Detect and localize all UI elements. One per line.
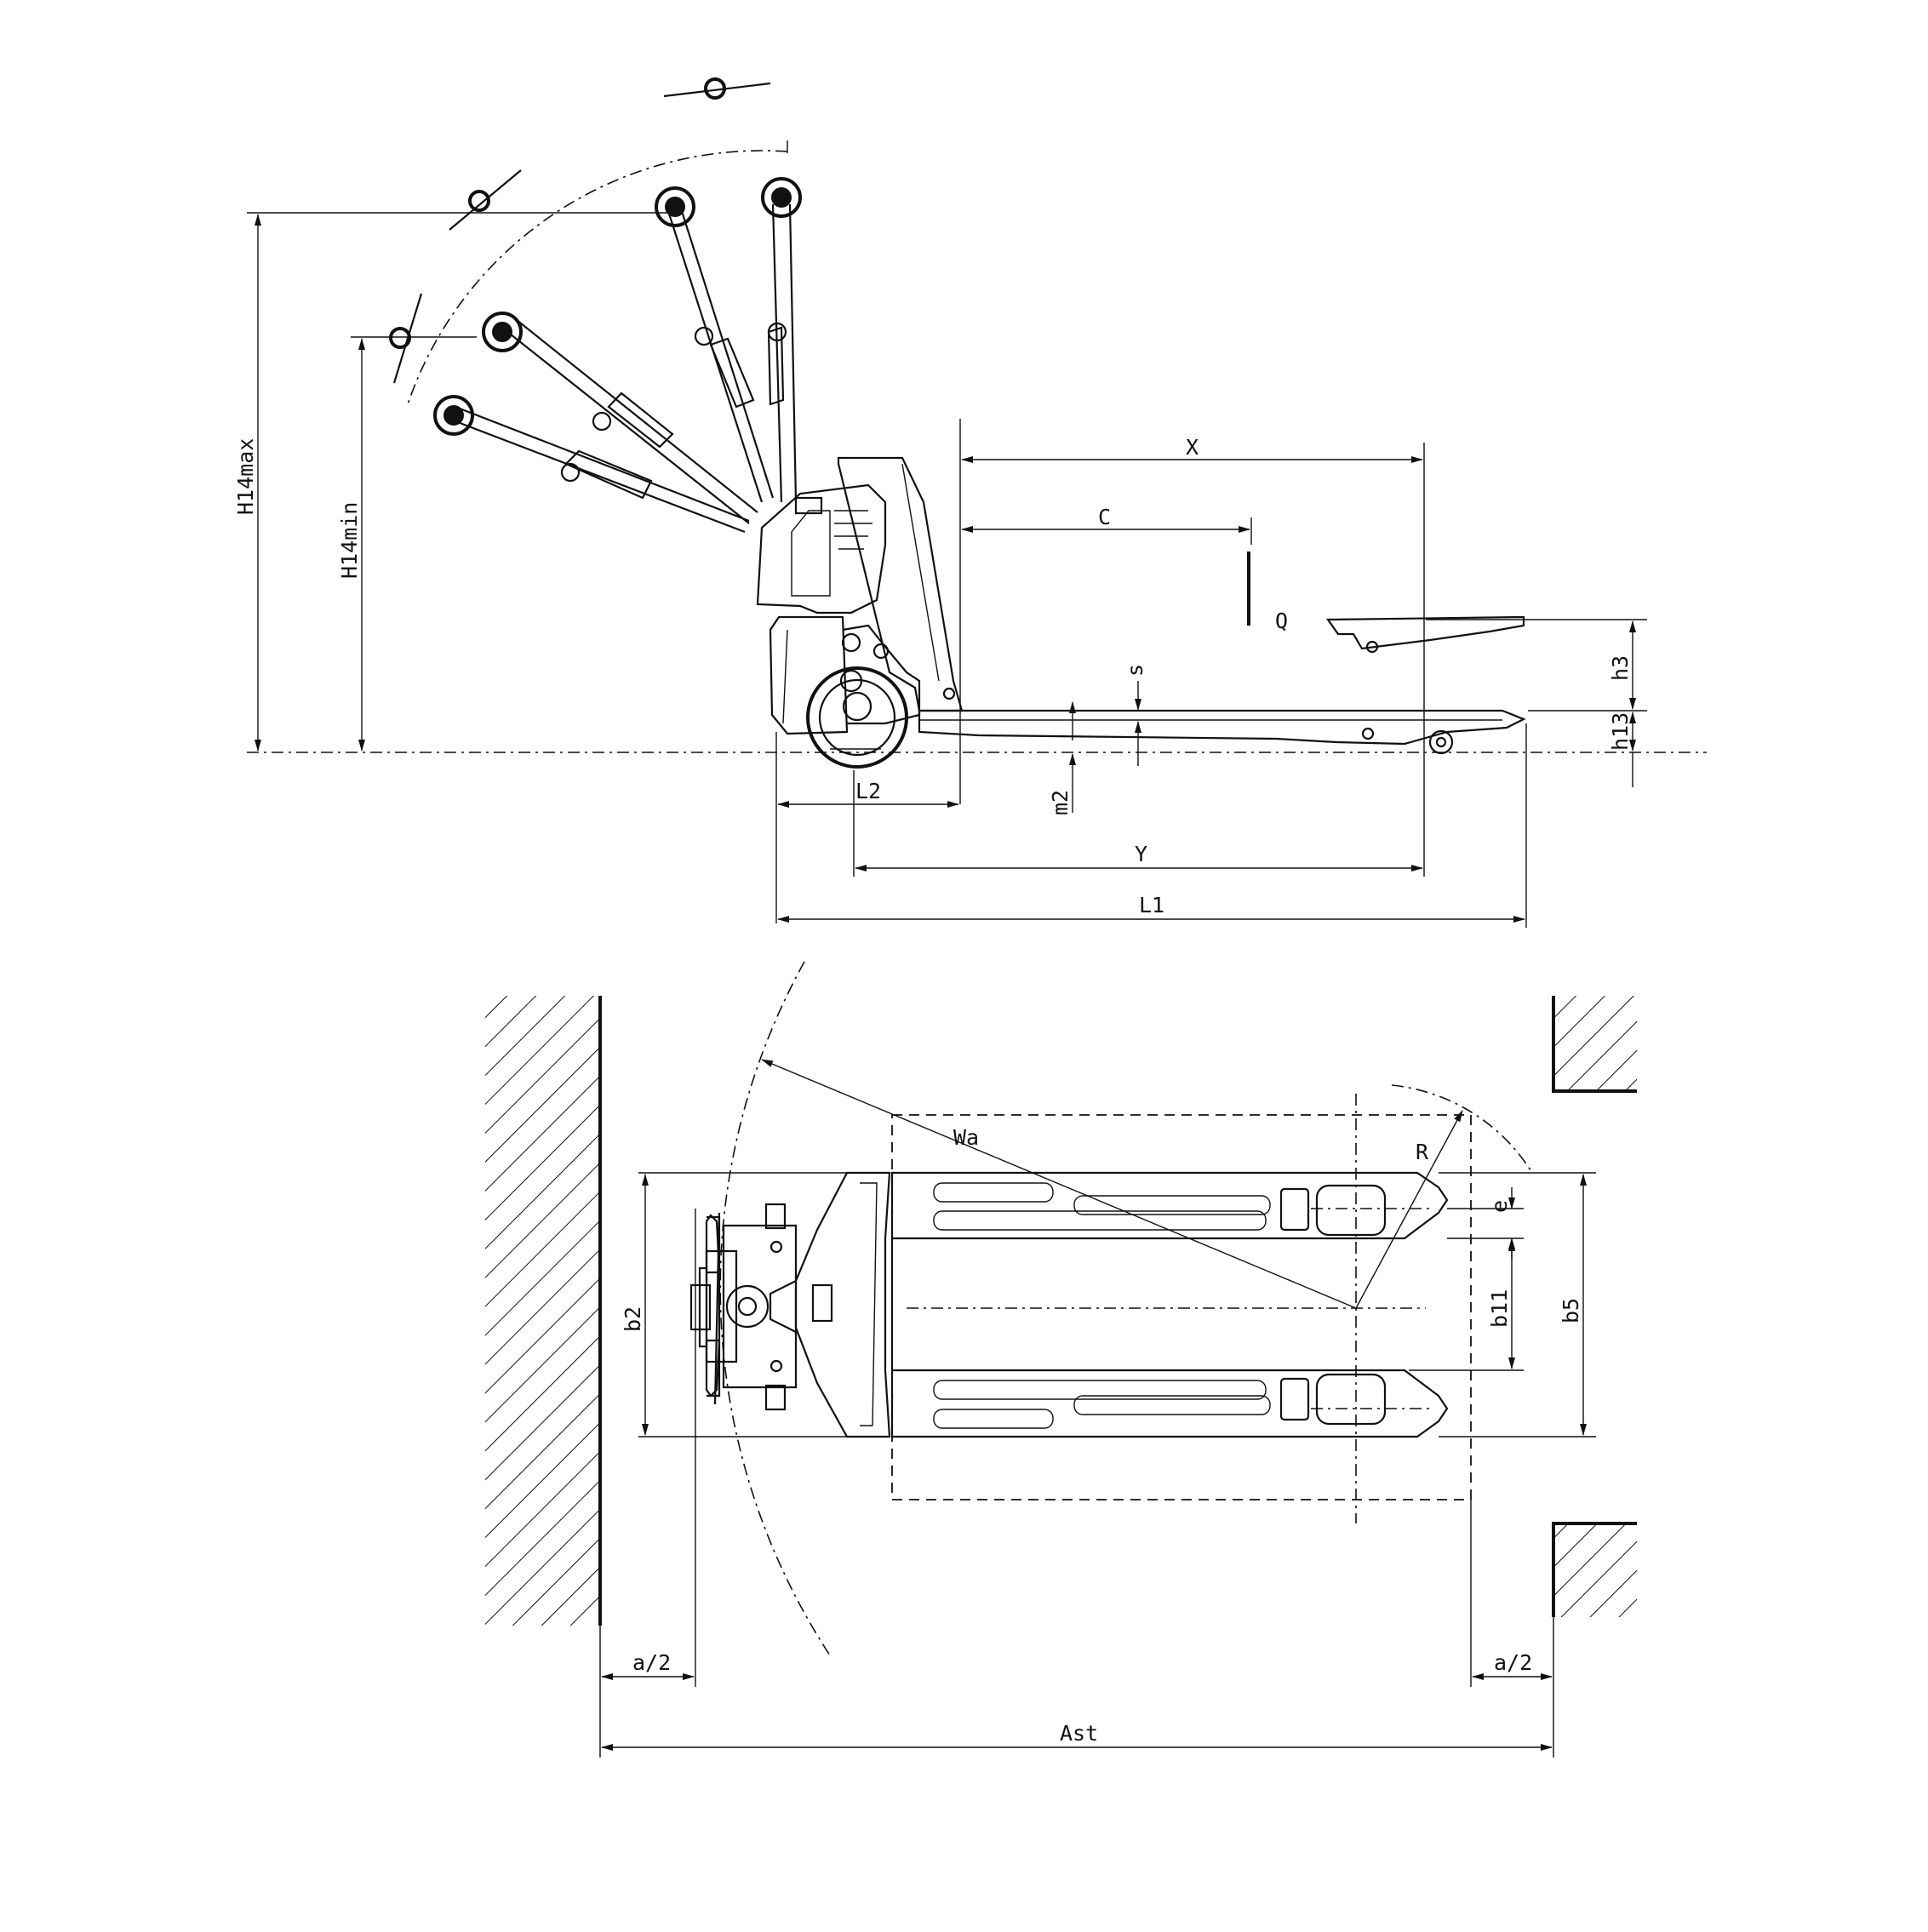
dimension-c: C Q [961, 505, 1288, 633]
label-b5: b5 [1559, 1298, 1583, 1323]
label-ast: Ast [1060, 1721, 1098, 1746]
turning-arc-wa [719, 961, 831, 1656]
wall-right-top-hatch [1553, 996, 1637, 1091]
dimension-l1: L1 [777, 723, 1527, 928]
top-view: Wa R b2 e b11 [485, 961, 1637, 1758]
dimension-l2: L2 [775, 732, 959, 923]
label-m2: m2 [1048, 790, 1073, 815]
dimension-m2: m2 [1048, 701, 1076, 815]
label-y: Y [1135, 842, 1147, 866]
tiller-arm-1 [655, 186, 775, 503]
label-q: Q [1275, 609, 1288, 633]
tiller-swing-arc [406, 150, 788, 408]
label-e: e [1487, 1200, 1512, 1213]
side-view: H14max H14min X C Q [233, 77, 1707, 928]
label-wa: Wa [953, 1125, 979, 1150]
label-a2-left: a/2 [632, 1650, 671, 1675]
label-h14min: H14min [337, 502, 362, 579]
dimension-y: Y [853, 770, 1423, 877]
dimension-ast: Ast [599, 1617, 1554, 1758]
label-x: X [1186, 435, 1199, 460]
label-a2-right: a/2 [1494, 1650, 1532, 1675]
dimension-s: s [1123, 664, 1147, 766]
tiller-arm-vertical [761, 177, 802, 503]
tiller-top [689, 1214, 721, 1398]
turning-arc-r [1391, 1084, 1533, 1174]
wall-right-top [1552, 996, 1637, 1093]
dimension-a2-left: a/2 [601, 1209, 696, 1687]
tiller-arm-2 [482, 312, 758, 524]
dimension-h14min: H14min [337, 336, 477, 752]
drive-wheel [806, 666, 908, 769]
label-l2: L2 [855, 779, 881, 803]
tiller-arm-3 [433, 395, 750, 534]
label-h3: h3 [1608, 655, 1633, 681]
pallet-outline [891, 1114, 1472, 1500]
label-r: R [1416, 1140, 1429, 1164]
dimension-a2-right: a/2 [1470, 1500, 1553, 1687]
dimension-x: X [959, 419, 1425, 877]
dimension-e: e [1447, 1187, 1524, 1260]
load-pallet [1325, 615, 1525, 650]
label-s: s [1123, 664, 1147, 677]
label-b11: b11 [1487, 1289, 1512, 1328]
label-b2: b2 [621, 1306, 645, 1332]
label-l1: L1 [1139, 893, 1164, 917]
wall-left-hatch [485, 996, 600, 1626]
dimension-wa: Wa [761, 1059, 1357, 1309]
truck-head-top [705, 1171, 891, 1438]
mast-backrest [837, 456, 964, 712]
fork-lower [890, 1369, 1449, 1438]
dimension-r: R [1355, 1110, 1463, 1309]
dimension-b5: b5 [1439, 1172, 1596, 1438]
drive-unit [769, 615, 921, 735]
handle-symbols [389, 77, 771, 384]
dimension-b11: b11 [1409, 1239, 1524, 1371]
dimension-b2: b2 [621, 1172, 890, 1438]
dimension-h14max: H14max [233, 212, 672, 752]
wall-right-bottom-hatch [1553, 1523, 1637, 1617]
truck-body [756, 483, 887, 614]
fork-side [918, 709, 1526, 755]
wall-right-bottom [1552, 1522, 1637, 1617]
label-c: C [1098, 505, 1111, 529]
fork-upper [890, 1171, 1449, 1240]
dimension-h3-h13: h3 h13 [1426, 619, 1647, 787]
label-h13: h13 [1608, 712, 1633, 751]
label-h14max: H14max [233, 438, 258, 515]
